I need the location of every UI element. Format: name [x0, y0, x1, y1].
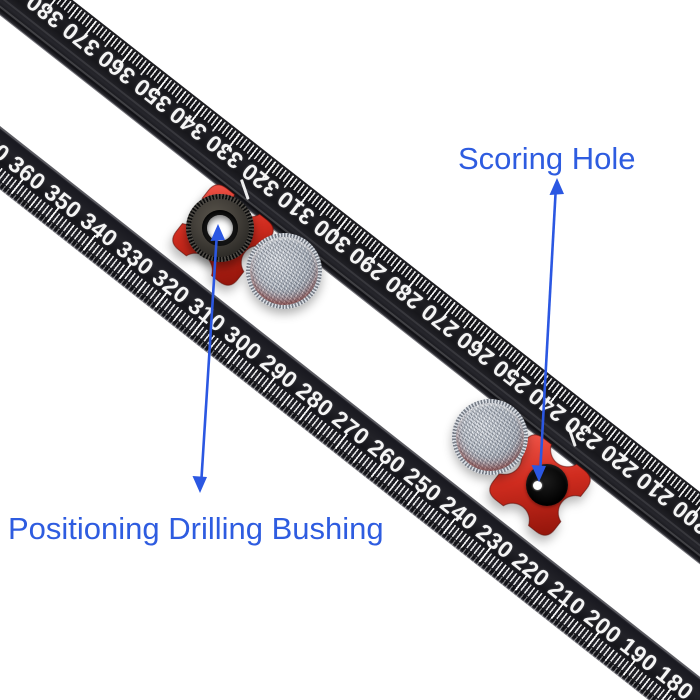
drill-bushing-bore — [207, 215, 233, 241]
clamp-knob-left — [246, 233, 322, 309]
positioning-drilling-bushing-label: Positioning Drilling Bushing — [8, 511, 384, 546]
ruler-upper-minor-ticks — [0, 0, 700, 655]
ruler-upper-mid-ticks — [0, 0, 700, 658]
scoring-hole-label: Scoring Hole — [458, 141, 636, 176]
clamp-knob-face — [250, 237, 318, 305]
ruler-upper-major-ticks — [0, 0, 700, 663]
drill-bushing — [186, 194, 254, 262]
ruler-upper-groove — [0, 0, 700, 678]
ruler-upper-groove — [0, 0, 700, 685]
clamp-knob-face — [456, 403, 524, 471]
clamp-knob-right — [452, 399, 528, 475]
scoring-hole-center-dot — [533, 481, 542, 490]
